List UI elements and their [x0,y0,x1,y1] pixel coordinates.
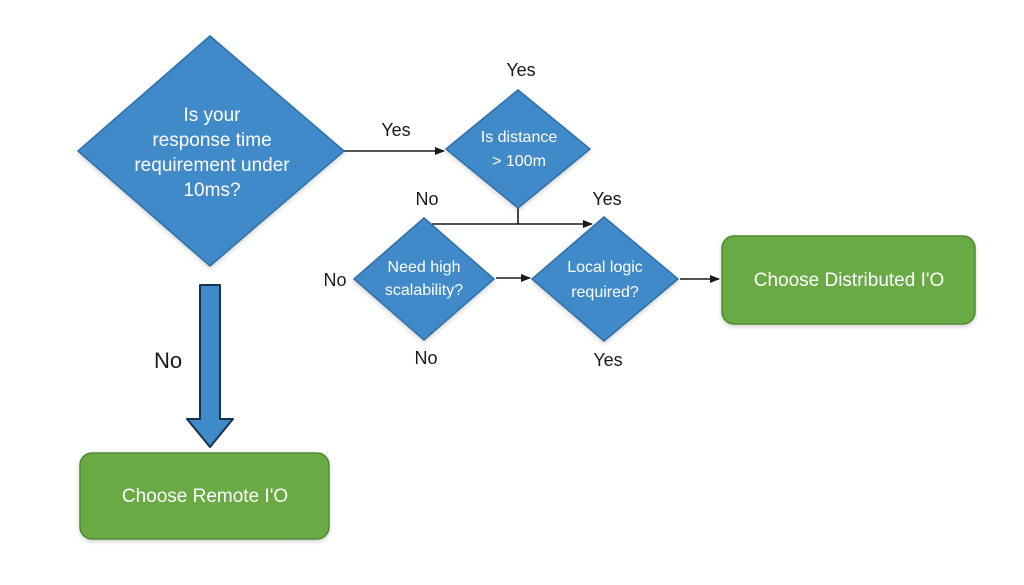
result-box [79,452,330,540]
result-label: Choose Remote I'O [122,486,288,507]
diamond-shape [444,89,592,209]
edge-label-distance-no: No [415,189,438,209]
decision-distance: Is distance > 100m [444,89,592,209]
decision-text-line: Local logic [567,259,643,276]
result-distributed: Choose Distributed I'O [721,235,976,325]
edge-label-response-no: No [154,348,182,373]
decision-text-line: response time [152,130,271,151]
result-remote: Choose Remote I'O [79,452,330,540]
edge-label-response-yes: Yes [381,120,410,140]
decision-text-line: > 100m [492,153,546,170]
decision-text-line: 10ms? [183,180,240,201]
result-label: Choose Distributed I'O [754,270,945,291]
diamond-shape [530,216,680,342]
decision-text-line: requirement under [134,155,290,176]
decision-text-line: required? [571,284,639,301]
edge-label-distance-yes-top: Yes [506,60,535,80]
edge-label-scalability-no-left: No [323,270,346,290]
result-box [721,235,976,325]
decision-text-line: Need high [388,259,461,276]
decision-text-line: Is distance [481,129,558,146]
decision-text-line: scalability? [385,282,463,299]
decision-response-time: Is your response time requirement under … [76,35,346,267]
edge-label-distance-yes: Yes [592,189,621,209]
diamond-shape [76,35,346,267]
big-down-arrow [186,284,234,448]
decision-text-line: Is your [183,105,241,126]
edge-label-local-logic-yes: Yes [593,350,622,370]
decision-local-logic: Local logic required? [530,216,680,342]
decision-scalability: Need high scalability? [352,217,496,341]
diamond-shape [352,217,496,341]
edge-label-scalability-no-bottom: No [414,348,437,368]
